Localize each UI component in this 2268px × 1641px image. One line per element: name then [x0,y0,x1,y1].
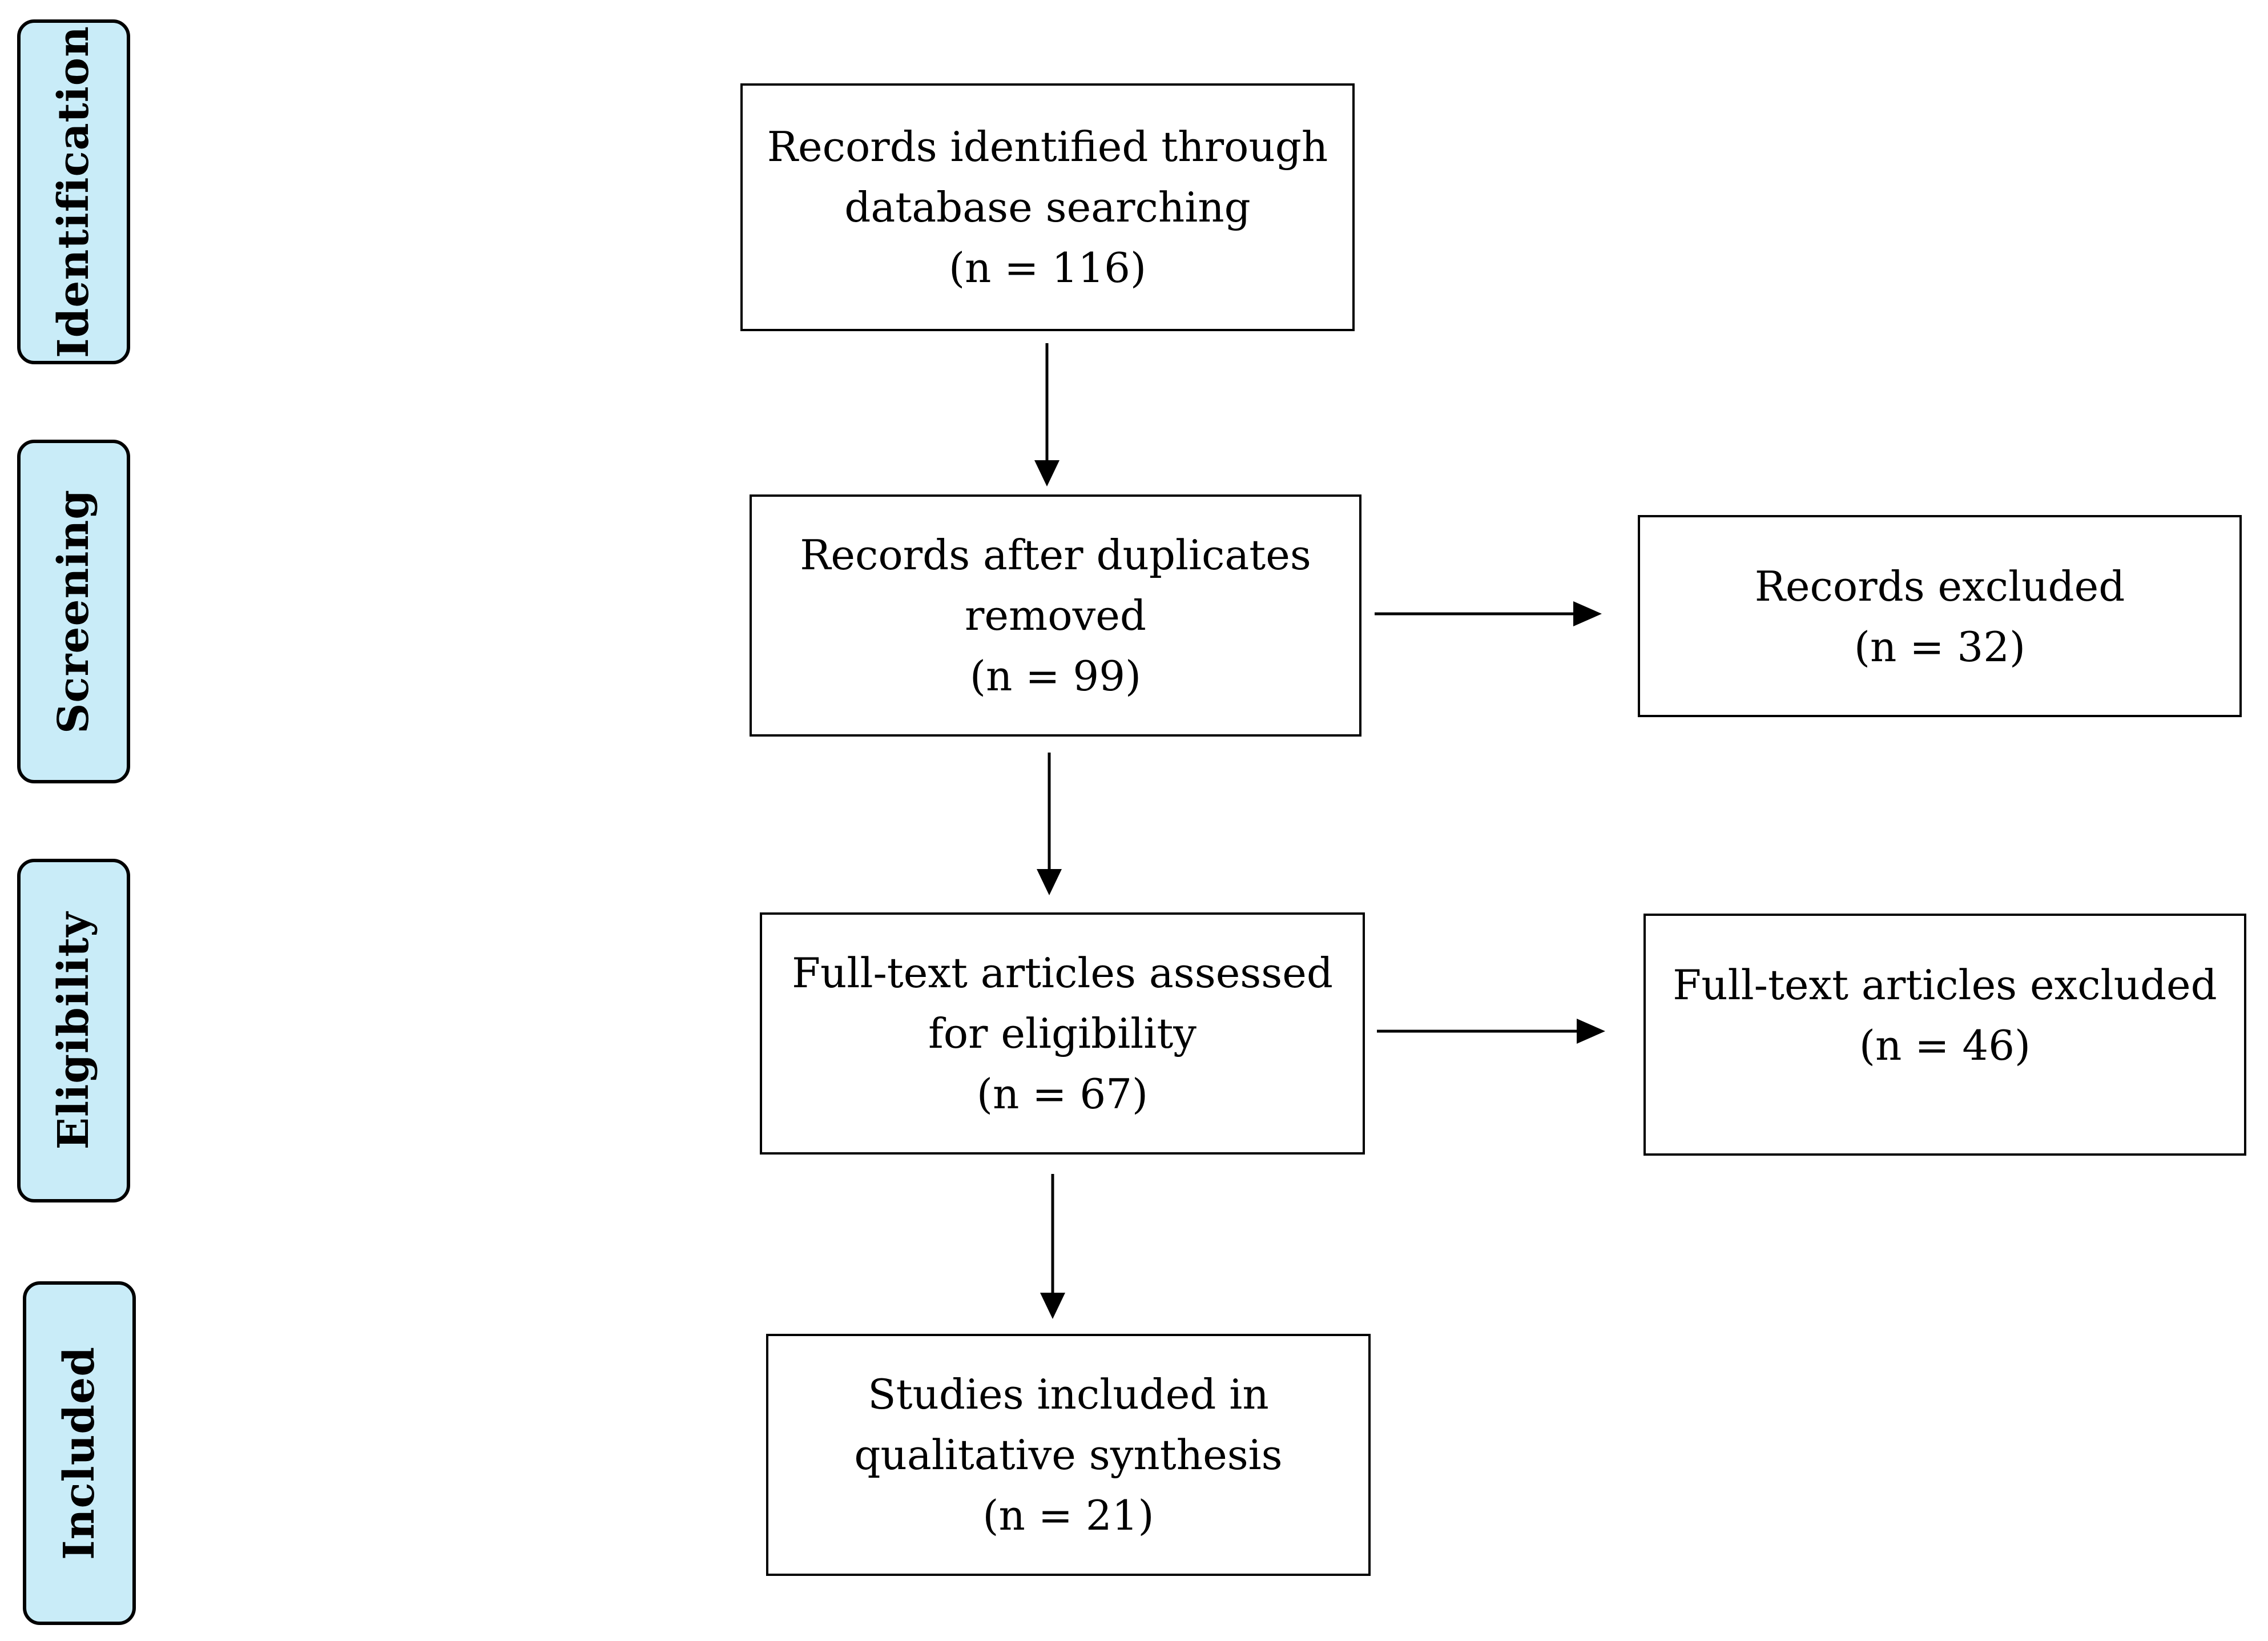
arrow-screened-to-excluded [1375,601,1602,626]
box-records-identified: Records identified through database sear… [740,83,1355,331]
box-full-text-excluded-count: (n = 46) [1859,1021,2031,1069]
arrow-assessed-to-included [1040,1174,1065,1319]
box-studies-included-line1: Studies included in [868,1370,1269,1418]
box-records-excluded: Records excluded (n = 32) [1638,515,2242,717]
box-records-after-duplicates-line2: removed [964,592,1147,639]
box-studies-included-count: (n = 21) [982,1491,1154,1539]
box-full-text-assessed-line2: for eligibility [928,1009,1197,1057]
box-records-excluded-line1: Records excluded [1754,562,2125,610]
box-full-text-excluded: Full-text articles excluded (n = 46) [1643,914,2246,1156]
box-records-excluded-count: (n = 32) [1854,623,2026,671]
arrow-identified-to-screened [1034,343,1060,486]
box-records-identified-count: (n = 116) [948,244,1147,292]
box-records-identified-line1: Records identified through [767,123,1328,171]
stage-eligibility: Eligibility [17,859,130,1202]
box-full-text-assessed-count: (n = 67) [976,1070,1149,1118]
box-studies-included: Studies included in qualitative synthesi… [766,1334,1371,1576]
box-studies-included-line2: qualitative synthesis [854,1431,1283,1479]
box-full-text-assessed: Full-text articles assessed for eligibil… [760,912,1365,1155]
box-full-text-excluded-line1: Full-text articles excluded [1673,961,2217,1009]
stage-identification: Identification [17,19,130,364]
stage-included: Included [23,1281,136,1625]
box-records-after-duplicates: Records after duplicates removed (n = 99… [750,494,1361,737]
arrow-screened-to-assessed [1037,753,1062,895]
arrow-assessed-to-excluded [1377,1019,1605,1044]
box-records-identified-line2: database searching [844,183,1251,231]
box-full-text-assessed-line1: Full-text articles assessed [792,949,1333,997]
box-records-after-duplicates-count: (n = 99) [969,652,1142,700]
box-records-after-duplicates-line1: Records after duplicates [800,531,1311,579]
stage-screening: Screening [17,440,130,783]
